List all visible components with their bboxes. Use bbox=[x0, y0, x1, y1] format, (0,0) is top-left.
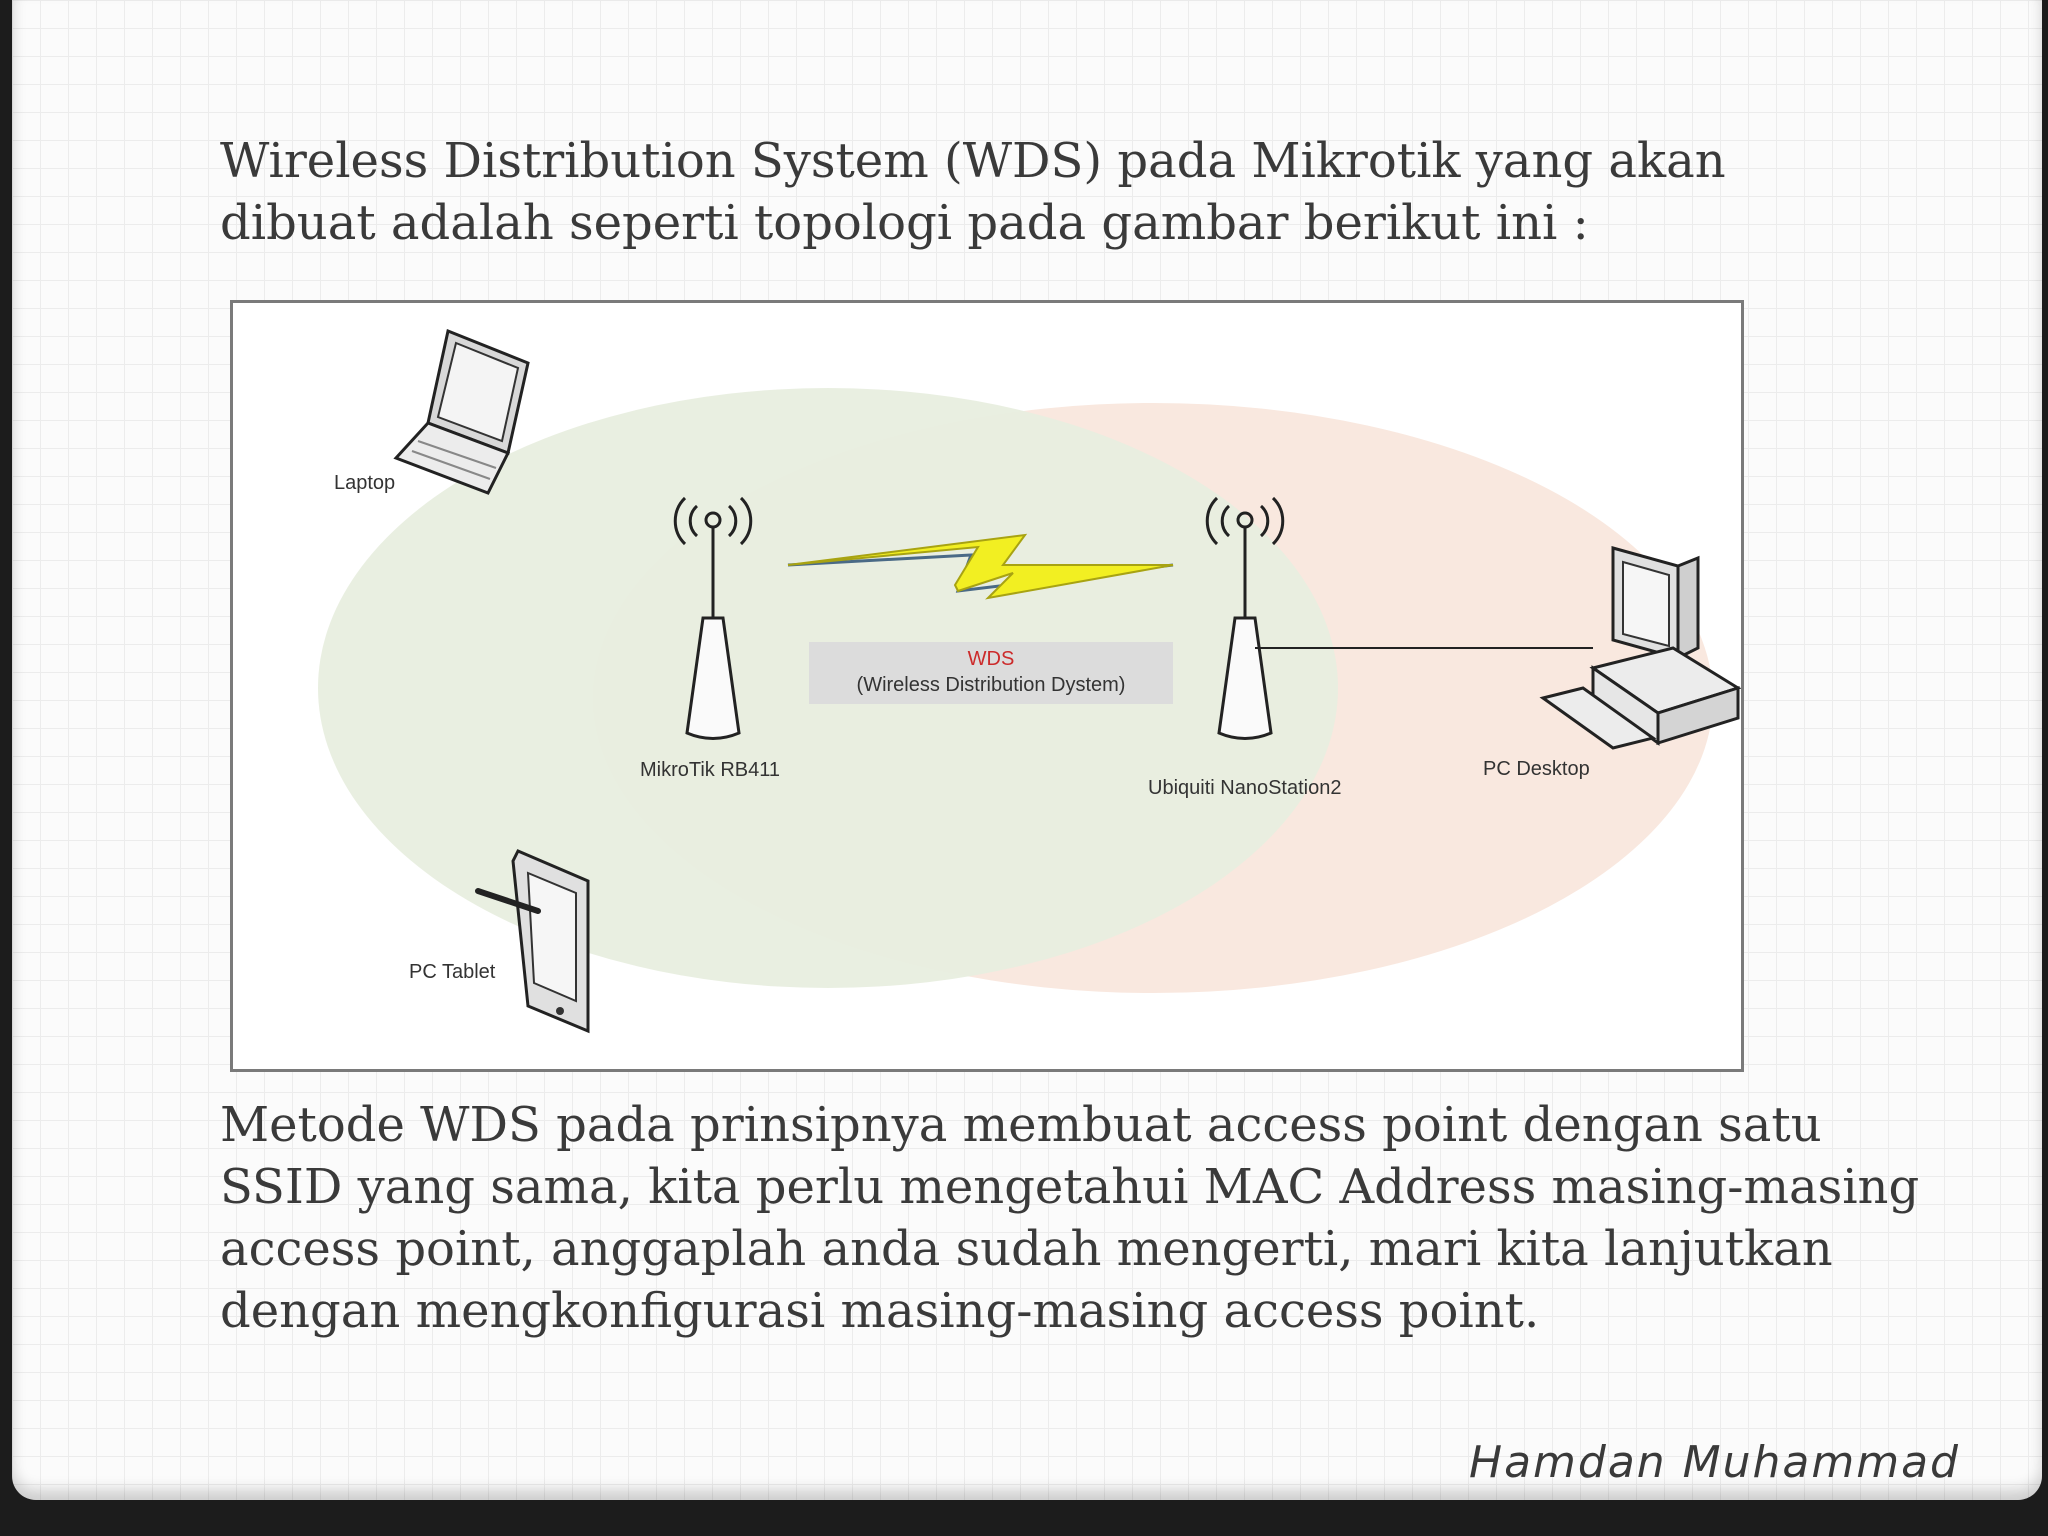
wds-subtitle: (Wireless Distribution Dystem) bbox=[857, 674, 1126, 696]
wds-label-box bbox=[809, 642, 1173, 704]
author-signature: Hamdan Muhammad bbox=[1469, 1437, 1960, 1488]
slide: Wireless Distribution System (WDS) pada … bbox=[12, 0, 2042, 1500]
tablet-label: PC Tablet bbox=[409, 961, 496, 983]
router-right-label: Ubiquiti NanoStation2 bbox=[1148, 777, 1341, 799]
topology-svg: Laptop MikroTik RB411 WDS (Wireless Dist… bbox=[318, 328, 1741, 1034]
router-left-label: MikroTik RB411 bbox=[640, 759, 780, 781]
intro-text: Wireless Distribution System (WDS) pada … bbox=[220, 133, 1726, 251]
antenna-icon bbox=[673, 496, 753, 740]
tablet-icon bbox=[475, 849, 590, 1034]
body-text: Metode WDS pada prinsipnya membuat acces… bbox=[220, 1097, 1920, 1339]
laptop-icon bbox=[393, 328, 530, 495]
desktop-label: PC Desktop bbox=[1483, 758, 1590, 780]
desktop-icon bbox=[1539, 546, 1741, 750]
topology-diagram: Laptop MikroTik RB411 WDS (Wireless Dist… bbox=[230, 300, 1744, 1072]
laptop-label: Laptop bbox=[334, 472, 395, 494]
lightning-icon bbox=[787, 533, 1174, 600]
wds-title: WDS bbox=[968, 648, 1015, 670]
